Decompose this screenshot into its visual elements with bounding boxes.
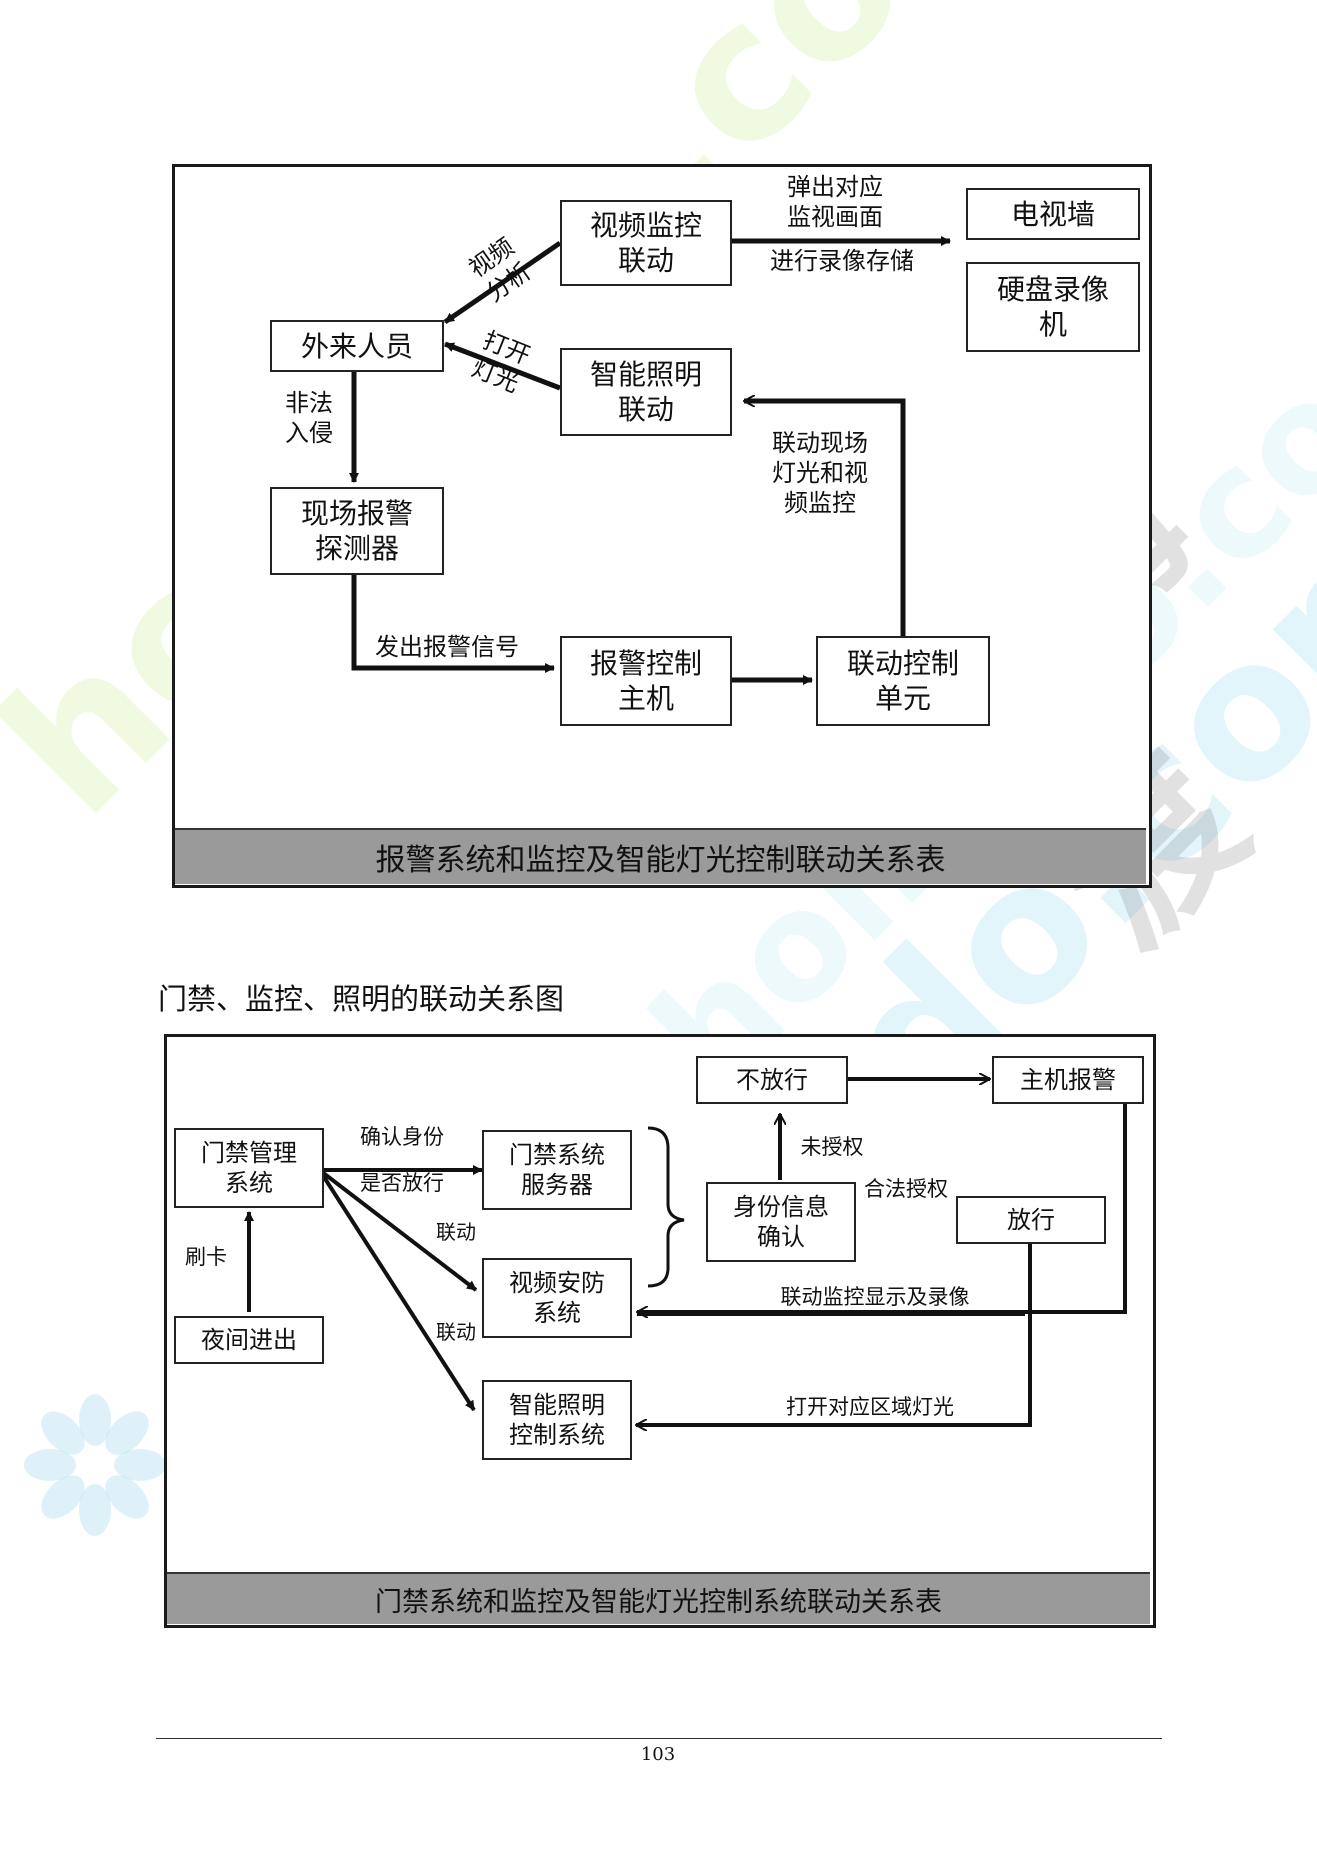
- label-confirm-identity: 确认身份: [360, 1125, 444, 1149]
- label-monitor-record: 联动监控显示及录像: [780, 1285, 970, 1309]
- figure2-caption: 门禁系统和监控及智能灯光控制系统联动关系表: [167, 1572, 1150, 1624]
- edge-acm-light: [320, 1172, 476, 1412]
- node-video-linkage: 视频监控 联动: [560, 200, 732, 286]
- node-smart-light-control: 智能照明 控制系统: [482, 1380, 632, 1460]
- node-alarm-detector: 现场报警 探测器: [270, 487, 444, 575]
- node-access-control-mgmt: 门禁管理 系统: [174, 1128, 324, 1208]
- label-unauthorized: 未授权: [800, 1135, 864, 1159]
- edge-video-visitor: [443, 240, 562, 325]
- edge-acm-video: [320, 1170, 478, 1292]
- label-link-light: 联动: [436, 1320, 476, 1344]
- label-record-storage: 进行录像存储: [770, 247, 914, 275]
- node-deny: 不放行: [696, 1056, 848, 1104]
- brace-server-video: [647, 1126, 685, 1288]
- node-linkage-control-unit: 联动控制 单元: [816, 636, 990, 726]
- label-popup-monitor: 弹出对应 监视画面: [787, 173, 883, 231]
- label-link-video: 联动: [436, 1220, 476, 1244]
- page-number: 103: [640, 1744, 676, 1765]
- node-video-security: 视频安防 系统: [482, 1258, 632, 1338]
- edge-light-visitor: [444, 341, 561, 391]
- edge-allow-light: [636, 1244, 1032, 1425]
- label-illegal-intrusion: 非法 入侵: [285, 389, 333, 447]
- watermark-flower-icon: [24, 1394, 166, 1536]
- node-allow: 放行: [956, 1196, 1106, 1244]
- node-alarm-control-host: 报警控制 主机: [560, 636, 732, 726]
- node-visitor: 外来人员: [270, 320, 444, 372]
- figure1-caption: 报警系统和监控及智能灯光控制联动关系表: [175, 828, 1146, 884]
- label-legal-auth: 合法授权: [864, 1177, 948, 1201]
- label-pass-or-not: 是否放行: [360, 1171, 444, 1195]
- label-open-area-light: 打开对应区域灯光: [786, 1395, 954, 1419]
- label-alarm-signal: 发出报警信号: [375, 633, 519, 661]
- node-host-alarm: 主机报警: [992, 1056, 1144, 1104]
- edge-linkage-light: [744, 401, 906, 636]
- node-access-server: 门禁系统 服务器: [482, 1130, 632, 1210]
- edge-detector-alarmhost: [351, 573, 555, 673]
- figure2-panel: [164, 1034, 1156, 1628]
- footer-rule: [156, 1738, 1162, 1739]
- label-swipe-card: 刷卡: [185, 1245, 227, 1269]
- node-identity-confirm: 身份信息 确认: [706, 1182, 856, 1262]
- label-link-scene: 联动现场 灯光和视 频监控: [772, 429, 868, 517]
- section-heading: 门禁、监控、照明的联动关系图: [158, 982, 565, 1016]
- node-night-entry: 夜间进出: [174, 1316, 324, 1364]
- node-smart-light-linkage: 智能照明 联动: [560, 348, 732, 436]
- node-tv-wall: 电视墙: [966, 188, 1140, 240]
- node-dvr: 硬盘录像 机: [966, 262, 1140, 352]
